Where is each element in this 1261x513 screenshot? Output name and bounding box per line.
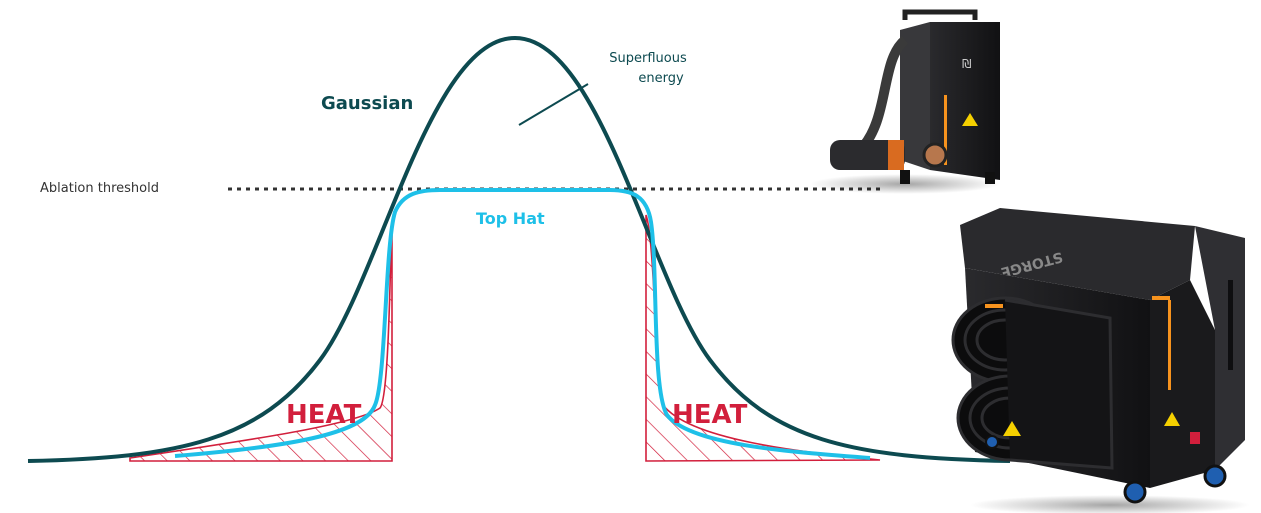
heat-label-right: HEAT [672, 400, 748, 430]
gaussian-curve [27, 35, 1011, 463]
superfluous-energy-label-line1: Superfluous [609, 51, 687, 66]
laser-cleaning-machine-compact-icon: ₪ [810, 9, 1000, 194]
gaussian-label: Gaussian [321, 93, 413, 114]
superfluous-energy-label-line2: energy [638, 71, 684, 86]
superfluous-energy-pointer [518, 83, 589, 126]
svg-text:₪: ₪ [962, 57, 971, 71]
ablation-threshold-label: Ablation threshold [40, 181, 159, 196]
top-hat-label: Top Hat [476, 209, 545, 228]
laser-cleaning-machine-trolley-icon: STORGE [951, 208, 1250, 513]
heat-label-left: HEAT [286, 400, 362, 430]
top-hat-curve [174, 188, 871, 460]
